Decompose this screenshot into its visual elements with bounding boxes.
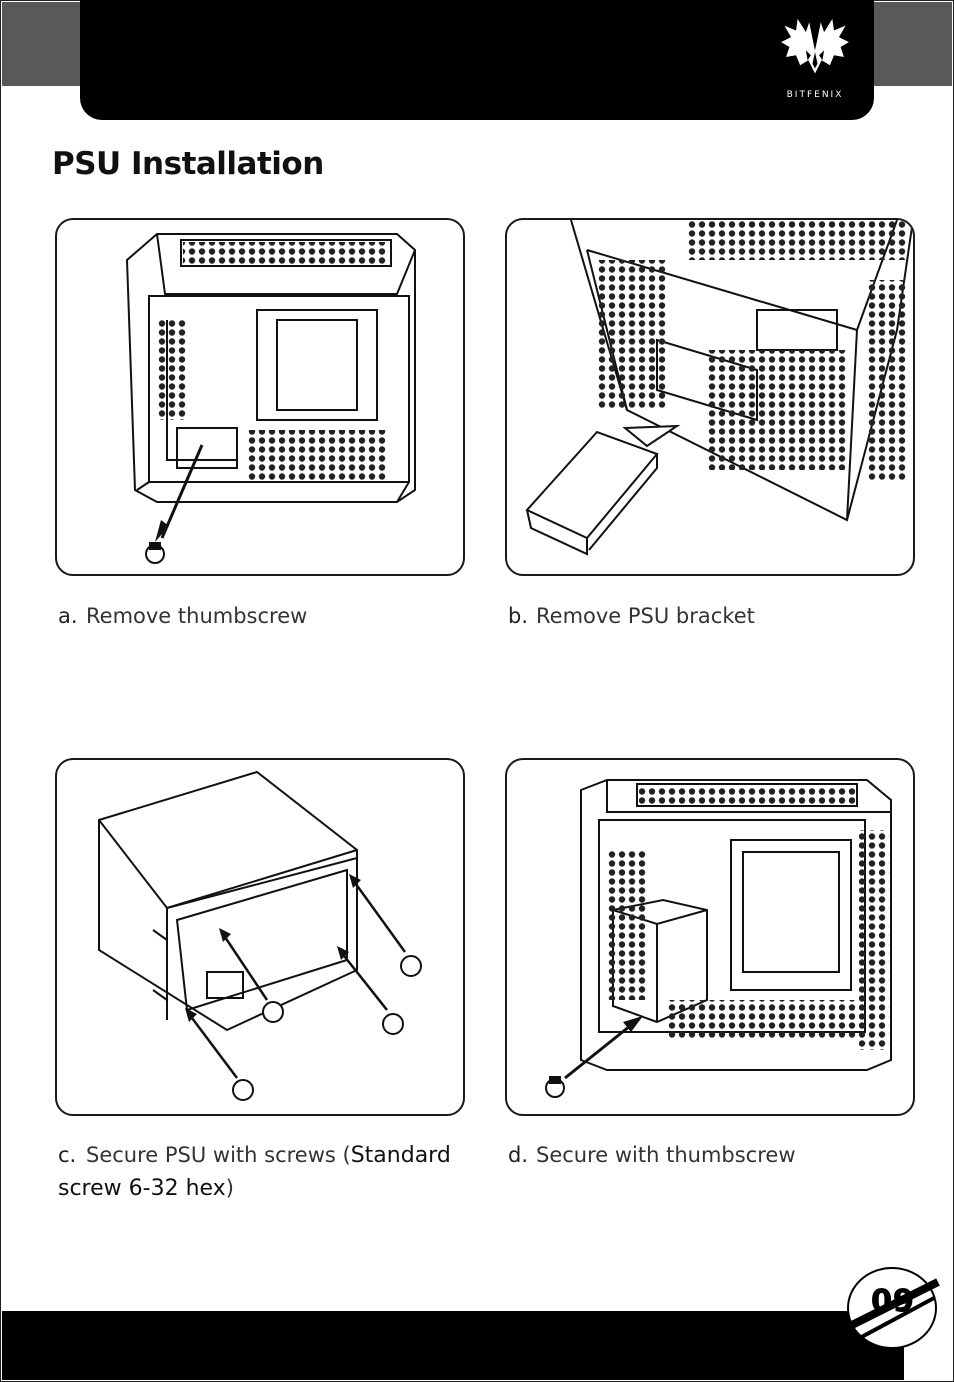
page-title: PSU Installation <box>52 146 324 182</box>
step-b-text: Remove PSU bracket <box>536 604 755 628</box>
footer-bar <box>2 1311 904 1380</box>
page-badge-icon <box>847 1267 940 1349</box>
illustration-remove-psu-bracket <box>505 218 915 576</box>
bird-logo-icon <box>781 18 849 74</box>
step-c-screw-spec: Standard screw 6-32 hex <box>58 1143 451 1201</box>
step-c-caption: c. Secure PSU with screws (Standard screw… <box>58 1139 458 1205</box>
header-corner-right <box>872 2 952 86</box>
step-a-caption: a. Remove thumbscrew <box>58 600 458 632</box>
step-c-letter: c. <box>58 1143 77 1167</box>
page-number-badge <box>842 1262 942 1354</box>
illustration-remove-thumbscrew <box>55 218 465 576</box>
step-b-caption: b. Remove PSU bracket <box>508 600 908 632</box>
step-a-text: Remove thumbscrew <box>86 604 308 628</box>
header-bar <box>80 0 874 120</box>
header-corner-left <box>2 2 82 86</box>
step-c-text: Secure PSU with screws ( <box>86 1143 351 1167</box>
step-a-letter: a. <box>58 604 78 628</box>
illustration-secure-thumbscrew <box>505 758 915 1116</box>
step-d-text: Secure with thumbscrew <box>536 1143 796 1167</box>
step-d-letter: d. <box>508 1143 529 1167</box>
page-number: 09 <box>871 1284 915 1320</box>
brand-logo: BITFENIX <box>772 14 858 106</box>
step-c-text-end: ) <box>225 1176 234 1200</box>
brand-wordmark: BITFENIX <box>786 90 844 100</box>
illustration-secure-psu-screws <box>55 758 465 1116</box>
step-b-letter: b. <box>508 604 529 628</box>
step-d-caption: d. Secure with thumbscrew <box>508 1139 908 1171</box>
